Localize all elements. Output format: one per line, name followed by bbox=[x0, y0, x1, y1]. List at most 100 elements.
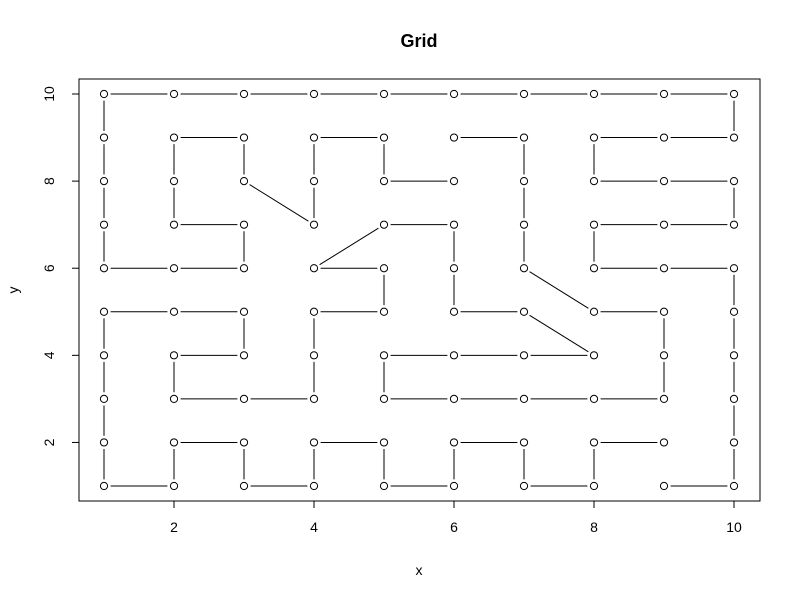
grid-point bbox=[379, 133, 389, 142]
grid-point bbox=[589, 351, 599, 360]
grid-point bbox=[99, 481, 109, 491]
grid-point bbox=[239, 264, 249, 273]
grid-point bbox=[379, 220, 389, 229]
grid-point bbox=[169, 177, 179, 186]
grid-point bbox=[99, 438, 109, 447]
y-tick-label: 10 bbox=[41, 86, 57, 102]
grid-point bbox=[99, 394, 109, 403]
grid-point bbox=[99, 177, 109, 186]
grid-point bbox=[589, 481, 599, 491]
x-tick-label: 6 bbox=[450, 519, 458, 535]
grid-point bbox=[589, 89, 599, 99]
grid-point bbox=[449, 307, 459, 316]
grid-point bbox=[309, 438, 319, 447]
grid-edge bbox=[319, 227, 379, 266]
chart-title: Grid bbox=[400, 31, 437, 51]
grid-point bbox=[589, 307, 599, 316]
grid-point bbox=[519, 177, 529, 186]
grid-point bbox=[379, 177, 389, 186]
grid-point bbox=[729, 89, 739, 99]
grid-point bbox=[449, 89, 459, 99]
grid-point bbox=[169, 438, 179, 447]
grid-point bbox=[519, 89, 529, 99]
grid-point bbox=[589, 394, 599, 403]
grid-point bbox=[729, 264, 739, 273]
grid-point bbox=[659, 133, 669, 142]
grid-point bbox=[729, 307, 739, 316]
grid-point bbox=[239, 89, 249, 99]
grid-point bbox=[659, 351, 669, 360]
grid-point bbox=[309, 481, 319, 491]
grid-point bbox=[309, 89, 319, 99]
grid-point bbox=[99, 89, 109, 99]
grid-point bbox=[729, 438, 739, 447]
grid-point bbox=[729, 177, 739, 186]
grid-point bbox=[379, 481, 389, 491]
grid-point bbox=[309, 351, 319, 360]
grid-point bbox=[169, 481, 179, 491]
grid-point bbox=[239, 133, 249, 142]
grid-point bbox=[309, 177, 319, 186]
x-tick-label: 10 bbox=[726, 519, 742, 535]
grid-point bbox=[169, 133, 179, 142]
grid-point bbox=[519, 438, 529, 447]
grid-point bbox=[659, 89, 669, 99]
grid-point bbox=[379, 307, 389, 316]
grid-point bbox=[309, 133, 319, 142]
grid-point bbox=[659, 220, 669, 229]
grid-point bbox=[169, 307, 179, 316]
grid-point bbox=[309, 394, 319, 403]
grid-point bbox=[169, 394, 179, 403]
grid-point bbox=[309, 220, 319, 229]
grid-point bbox=[169, 89, 179, 99]
x-tick-label: 8 bbox=[590, 519, 598, 535]
grid-point bbox=[729, 394, 739, 403]
grid-point bbox=[379, 394, 389, 403]
plot-frame bbox=[78, 78, 761, 502]
x-tick-label: 4 bbox=[310, 519, 318, 535]
grid-point bbox=[589, 438, 599, 447]
grid-point bbox=[99, 351, 109, 360]
grid-point bbox=[449, 351, 459, 360]
grid-point bbox=[99, 220, 109, 229]
grid-point bbox=[239, 220, 249, 229]
grid-point bbox=[239, 481, 249, 491]
y-tick-label: 4 bbox=[41, 351, 57, 359]
grid-point bbox=[519, 220, 529, 229]
grid-point bbox=[449, 133, 459, 142]
grid-point bbox=[659, 264, 669, 273]
grid-point bbox=[169, 351, 179, 360]
grid-point bbox=[239, 438, 249, 447]
grid-point bbox=[449, 220, 459, 229]
grid-point bbox=[449, 438, 459, 447]
grid-point bbox=[589, 177, 599, 186]
grid-point bbox=[659, 394, 669, 403]
grid-point bbox=[449, 177, 459, 186]
grid-point bbox=[729, 220, 739, 229]
grid-edges bbox=[103, 93, 735, 487]
grid-point bbox=[99, 307, 109, 316]
y-tick-label: 8 bbox=[41, 177, 57, 185]
grid-point bbox=[589, 133, 599, 142]
grid-point bbox=[449, 264, 459, 273]
grid-point bbox=[729, 133, 739, 142]
grid-point bbox=[589, 220, 599, 229]
y-axis-label: y bbox=[5, 287, 21, 294]
grid-point bbox=[519, 394, 529, 403]
grid-point bbox=[519, 264, 529, 273]
grid-point bbox=[309, 264, 319, 273]
grid-point bbox=[169, 264, 179, 273]
x-tick-label: 2 bbox=[170, 519, 178, 535]
x-axis: 2 4 6 8 10 bbox=[170, 501, 742, 535]
y-tick-label: 2 bbox=[41, 438, 57, 446]
grid-point bbox=[519, 133, 529, 142]
grid-point bbox=[379, 351, 389, 360]
grid-point bbox=[729, 351, 739, 360]
grid-point bbox=[169, 220, 179, 229]
grid-point bbox=[659, 438, 669, 447]
grid-point bbox=[449, 481, 459, 491]
grid-point bbox=[99, 264, 109, 273]
grid-point bbox=[239, 307, 249, 316]
